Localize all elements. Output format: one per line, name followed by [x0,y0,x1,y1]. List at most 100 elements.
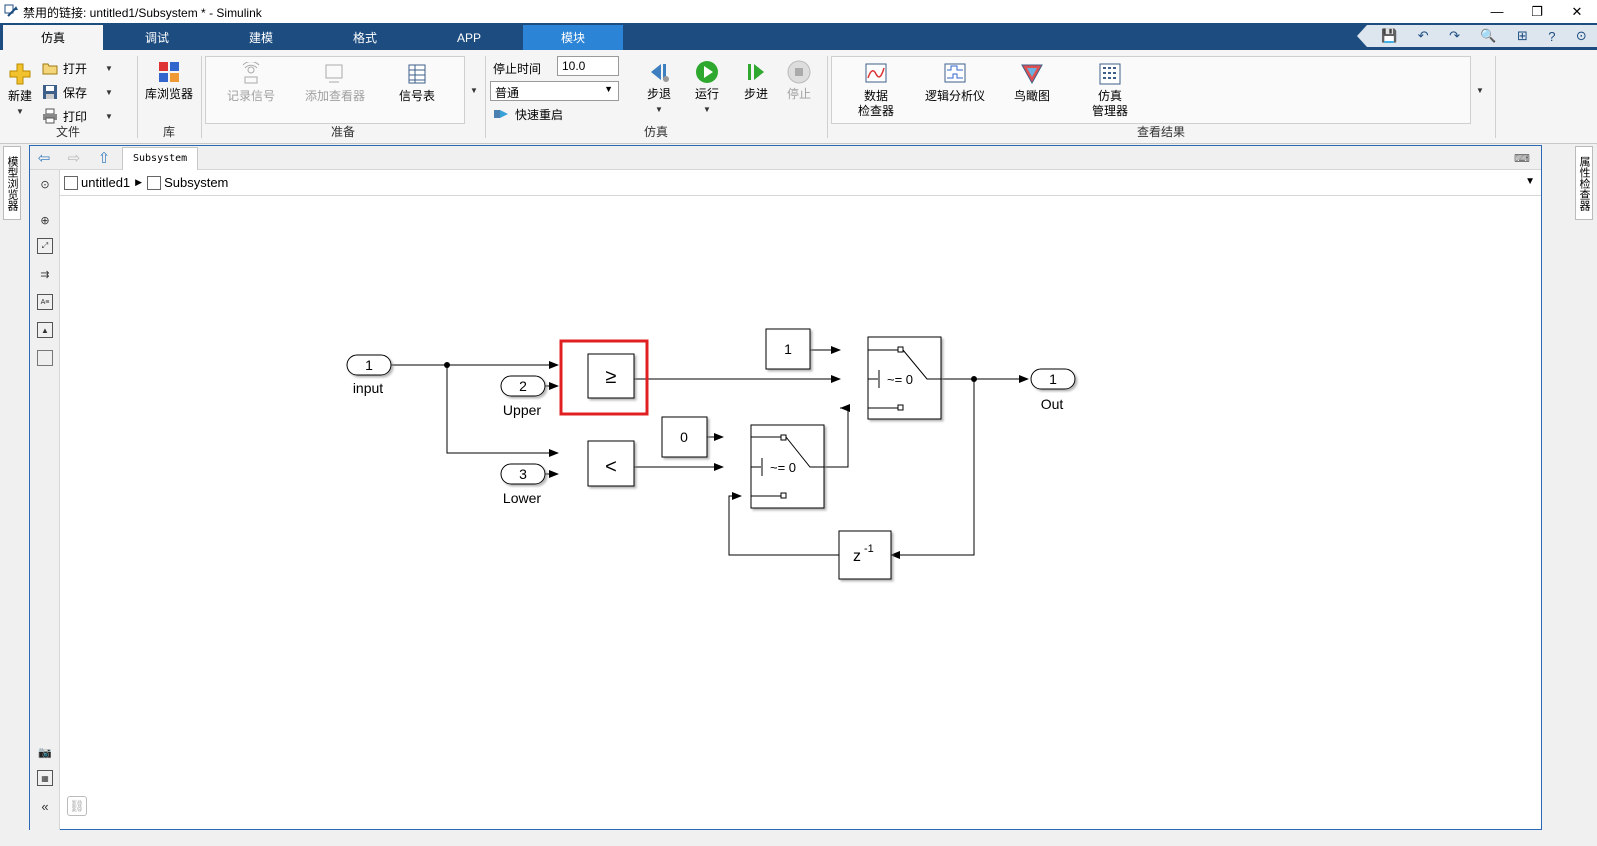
inport-lower-label: Lower [503,490,541,506]
annotation-icon[interactable]: A≡ [37,294,53,310]
sim-mode-select[interactable]: 普通 ▼ [490,81,619,101]
review-results-group: 数据 检查器 逻辑分析仪 鸟瞰图 仿真 管理器 ▼ 查看结果 [828,54,1494,142]
line-delay-to-switch2[interactable] [728,492,839,556]
chevron-down-icon: ▼ [105,63,113,73]
save-button[interactable]: 保存 ▼ [42,82,113,102]
minimize-button[interactable]: — [1490,4,1504,19]
help-icon[interactable]: ? [1548,28,1556,44]
close-button[interactable]: ✕ [1571,3,1583,19]
library-browser-button[interactable]: 库浏览器 [144,60,194,102]
restore-button[interactable]: ❐ [1531,3,1543,19]
switch-1-block[interactable]: ~= 0 [867,336,942,420]
collapse-icon[interactable]: « [41,798,49,814]
property-inspector-tab[interactable]: 属性检查器 [1575,146,1593,220]
zoom-in-icon[interactable]: ⊕ [40,214,50,227]
signal-lines [391,346,1029,559]
relational-ge-block[interactable]: ≥ [559,339,649,416]
constant-0-block[interactable]: 0 [661,416,708,458]
model-browser-tab[interactable]: 模型浏览器 [3,146,21,220]
address-bar: untitled1 ▶ Subsystem ▼ [30,170,1541,196]
outport-out[interactable]: 1 Out [1030,368,1076,412]
inport-input[interactable]: 1 input [346,354,392,396]
document-tab[interactable]: Subsystem [122,147,199,170]
ribbon: 新建 ▼ 打开 ▼ 保存 ▼ 打印 ▼ 文件 库浏览器 库 [0,50,1597,144]
step-back-button[interactable]: 步退 ▼ [641,60,677,117]
branch-point [444,362,450,368]
constant-1-value: 1 [784,341,792,357]
inport-upper[interactable]: 2 Upper [500,375,546,418]
ribbon-tabbar: 仿真 调试 建模 格式 APP 模块 💾 ↶ ↷ 🔍 ⊞ ? ⊙ [0,23,1597,50]
arrange-icon[interactable]: ⇉ [40,268,50,281]
outport-label: Out [1041,396,1064,412]
switch-1-criteria: ~= 0 [887,372,913,387]
inport-upper-number: 2 [519,378,527,394]
logic-analyzer-button[interactable]: 逻辑分析仪 [922,62,988,104]
image-icon[interactable]: ▲ [37,322,53,338]
line-input-to-lt[interactable] [446,365,559,457]
inport-lower[interactable]: 3 Lower [500,463,546,506]
up-arrow-icon[interactable]: ⇧ [97,150,111,167]
review-results-group-label: 查看结果 [1136,125,1185,139]
area-icon[interactable] [37,350,53,366]
back-arrow-icon[interactable]: ⇦ [37,150,51,167]
sim-manager-button[interactable]: 仿真 管理器 [1084,62,1136,119]
lt-operator: < [605,456,617,478]
step-forward-button[interactable]: 步进 [738,60,774,102]
keyboard-icon[interactable]: ⌨ [1514,152,1530,165]
tab-apps[interactable]: APP [456,30,481,45]
address-dropdown-icon[interactable]: ▼ [1525,176,1535,187]
data-inspector-button[interactable]: 数据 检查器 [850,62,902,119]
birdseye-button[interactable]: 鸟瞰图 [1008,62,1056,104]
line-switch2-to-switch1[interactable] [824,407,849,468]
search-icon[interactable]: 🔍 [1480,28,1497,43]
sim-manager-icon [1099,63,1121,85]
redo-icon[interactable]: ↷ [1449,28,1460,43]
link-icon[interactable]: ⛓ [67,796,87,816]
print-button[interactable]: 打印 ▼ [42,106,113,126]
breadcrumb-subsystem[interactable]: Subsystem [164,175,229,190]
diagram-canvas[interactable]: 1 input 2 Upper 3 Lower ≥ [61,197,1539,825]
prepare-group-label: 准备 [330,125,355,139]
undo-icon[interactable]: ↶ [1417,28,1429,43]
quick-access-toolbar: 💾 ↶ ↷ 🔍 ⊞ ? ⊙ [1357,25,1597,47]
selection-highlight [559,339,649,416]
new-button[interactable]: 新建 ▼ [5,62,35,119]
data-inspector-icon [865,63,887,83]
tab-debug[interactable]: 调试 [144,31,169,45]
log-signals-button[interactable]: 记录信号 [220,62,282,104]
fast-restart-button[interactable]: 快速重启 [492,104,563,124]
run-button[interactable]: 运行 ▼ [689,60,725,117]
hide-show-icon[interactable]: ⊙ [40,178,50,191]
forward-arrow-icon[interactable]: ⇨ [67,150,81,167]
switch-2-block[interactable]: ~= 0 [750,424,825,509]
tab-block[interactable]: 模块 [523,25,623,50]
breadcrumb-model[interactable]: untitled1 [81,175,131,190]
stop-button[interactable]: 停止 [782,60,816,102]
gallery-expand-icon[interactable]: ▼ [1476,86,1484,95]
options-icon[interactable]: ⊙ [1575,28,1587,43]
fit-view-icon[interactable]: ⤢ [37,238,53,254]
delay-exponent: -1 [864,543,874,555]
tab-format[interactable]: 格式 [352,31,377,45]
save-icon[interactable]: 💾 [1381,28,1398,43]
tab-modeling[interactable]: 建模 [248,31,273,45]
add-viewer-button[interactable]: 添加查看器 [300,62,370,104]
relational-lt-block[interactable]: < [587,440,635,487]
constant-1-block[interactable]: 1 [765,328,811,370]
stop-time-input[interactable]: 10.0 [557,56,619,76]
chevron-down-icon: ▼ [703,105,711,114]
tab-simulation[interactable]: 仿真 [3,25,103,50]
model-icon [64,175,78,190]
chevron-down-icon: ▼ [655,105,663,114]
library-group: 库浏览器 库 [138,54,200,142]
open-button[interactable]: 打开 ▼ [42,58,113,78]
unit-delay-block[interactable]: z -1 [838,530,892,580]
model-explorer-icon[interactable]: ▦ [37,770,53,786]
layout-icon[interactable]: ⊞ [1516,28,1528,43]
line-out-to-delay[interactable] [890,379,975,559]
signal-table-button[interactable]: 信号表 [392,62,442,104]
camera-icon[interactable]: 📷 [38,746,52,759]
gallery-expand-icon[interactable]: ▼ [470,86,478,95]
step-forward-icon [748,64,764,80]
inport-lower-number: 3 [519,466,527,482]
